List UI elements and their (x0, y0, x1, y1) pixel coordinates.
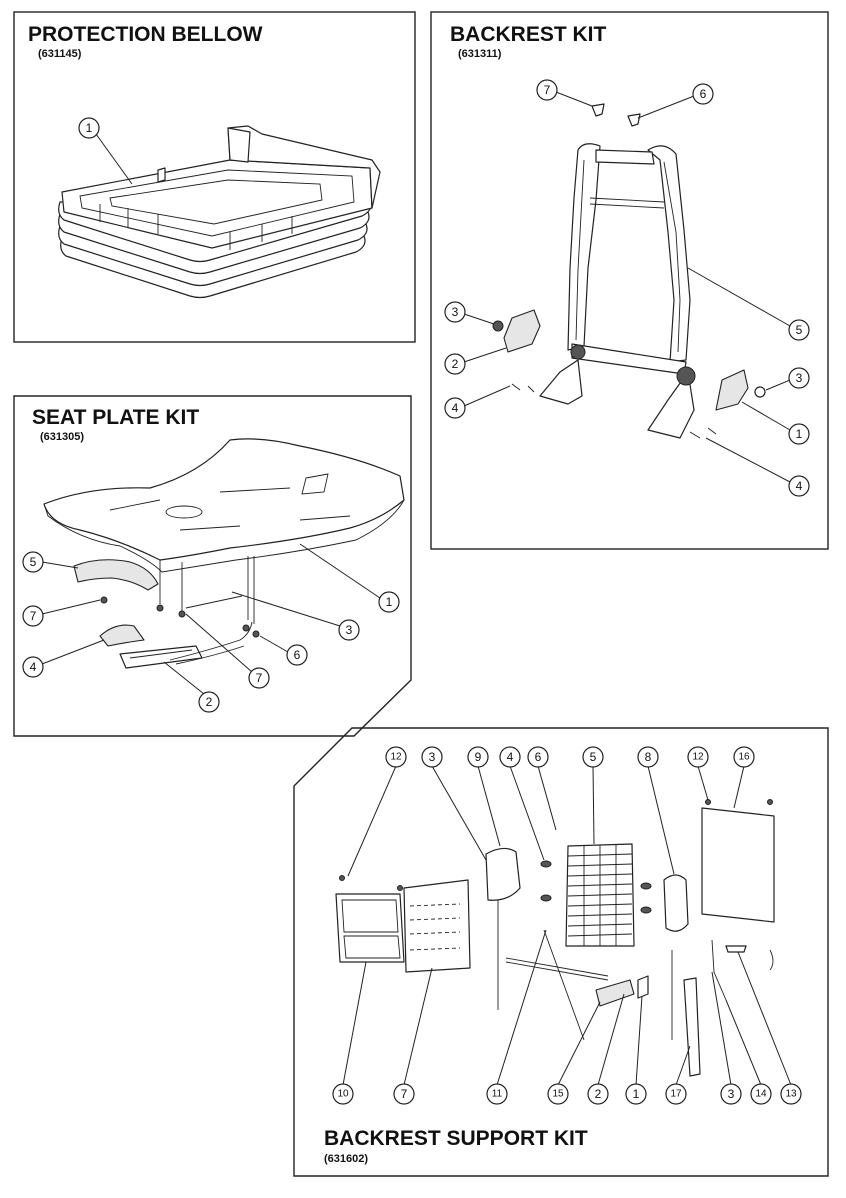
callout-1: 1 (796, 427, 803, 441)
callout-3: 3 (452, 305, 459, 319)
callout-7: 7 (544, 83, 551, 97)
bellow-illustration (58, 125, 381, 299)
panel-frame (13, 11, 416, 343)
panel-title: PROTECTION BELLOW (28, 23, 263, 46)
callout-3: 3 (429, 750, 436, 764)
callout-13: 13 (785, 1089, 797, 1100)
callout-17: 17 (670, 1089, 682, 1100)
callout-4: 4 (452, 401, 459, 415)
panel-part-number: (631602) (324, 1153, 368, 1165)
callout-7: 7 (401, 1087, 408, 1101)
callout-4: 4 (30, 660, 37, 674)
backrest-support-kit-panel: BACKREST SUPPORT KIT (631602) (293, 727, 829, 1177)
callout-14: 14 (755, 1089, 767, 1100)
callout-2: 2 (595, 1087, 602, 1101)
callout-12: 12 (692, 752, 704, 763)
callout-5: 5 (796, 323, 803, 337)
callout-3: 3 (796, 371, 803, 385)
callout-7: 7 (256, 671, 263, 685)
callout-1: 1 (386, 595, 393, 609)
protection-bellow-panel: PROTECTION BELLOW (631145) 1 (13, 11, 416, 343)
panel-part-number: (631311) (458, 48, 502, 60)
backrest-support-illustration (335, 799, 775, 1077)
backrest-frame-illustration (492, 103, 766, 439)
callout-2: 2 (452, 357, 459, 371)
callout-11: 11 (492, 1089, 503, 1100)
callout-16: 16 (738, 752, 750, 763)
callout-6: 6 (294, 648, 301, 662)
callout-1: 1 (633, 1087, 640, 1101)
callout-8: 8 (645, 750, 652, 764)
panel-part-number: (631305) (40, 431, 84, 443)
backrest-kit-panel: BACKREST KIT (631311) (430, 11, 829, 550)
panel-title: SEAT PLATE KIT (32, 406, 199, 429)
panel-title: BACKREST SUPPORT KIT (324, 1127, 588, 1150)
callout-5: 5 (30, 555, 37, 569)
callout-6: 6 (535, 750, 542, 764)
callout-9: 9 (475, 750, 482, 764)
callout-1: 1 (86, 121, 93, 135)
callout-3: 3 (346, 623, 353, 637)
panel-part-number: (631145) (38, 48, 82, 60)
callout-5: 5 (590, 750, 597, 764)
callout-15: 15 (552, 1089, 564, 1100)
callout-2: 2 (206, 695, 213, 709)
panel-frame (13, 395, 412, 737)
callout-6: 6 (700, 87, 707, 101)
callout-4: 4 (507, 750, 514, 764)
panel-title: BACKREST KIT (450, 23, 607, 46)
callout-12: 12 (390, 752, 402, 763)
seat-plate-illustration (43, 438, 405, 669)
callout-3: 3 (728, 1087, 735, 1101)
seat-plate-kit-panel: SEAT PLATE KIT (631305) (13, 395, 412, 737)
callout-7: 7 (30, 609, 37, 623)
panel-frame (430, 11, 829, 550)
panel-frame (293, 727, 829, 1177)
callout-4: 4 (796, 479, 803, 493)
callout-10: 10 (337, 1089, 349, 1100)
